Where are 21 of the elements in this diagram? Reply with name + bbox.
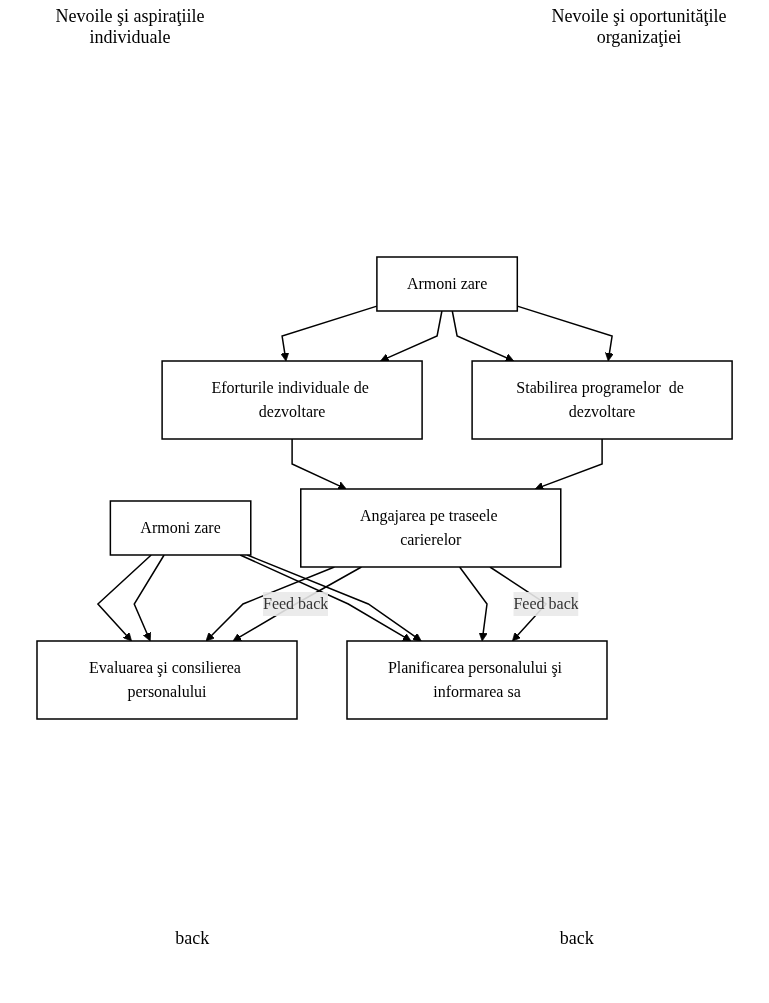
arrow [291, 438, 347, 490]
column-heading: Nevoile şi aspiraţiile individuale [54, 6, 206, 48]
edge-label: Feed back [262, 595, 329, 612]
arrow [451, 310, 515, 362]
arrow [380, 310, 443, 362]
arrow [96, 554, 152, 642]
arrow [232, 566, 363, 642]
arrow [133, 554, 165, 642]
node-box: Planificarea personalului şi informarea sa [346, 640, 608, 720]
node-box: Armoni zare [109, 500, 252, 556]
node-box: Stabilirea programelor de dezvoltare [471, 360, 733, 440]
note-text: back [559, 928, 594, 949]
note-text: back [175, 928, 210, 949]
arrow [458, 566, 488, 642]
node-box: Angajarea pe traseele carierelor [299, 488, 562, 568]
node-box: Evaluarea şi consilierea personalului [36, 640, 298, 720]
edge-label: Feed back [513, 595, 579, 612]
node-box: Eforturile individuale de dezvoltare [161, 360, 423, 440]
column-heading: Nevoile şi oportunităţile organizaţiei [550, 6, 728, 48]
arrow [534, 438, 603, 491]
node-box: Armoni zare [376, 256, 518, 312]
